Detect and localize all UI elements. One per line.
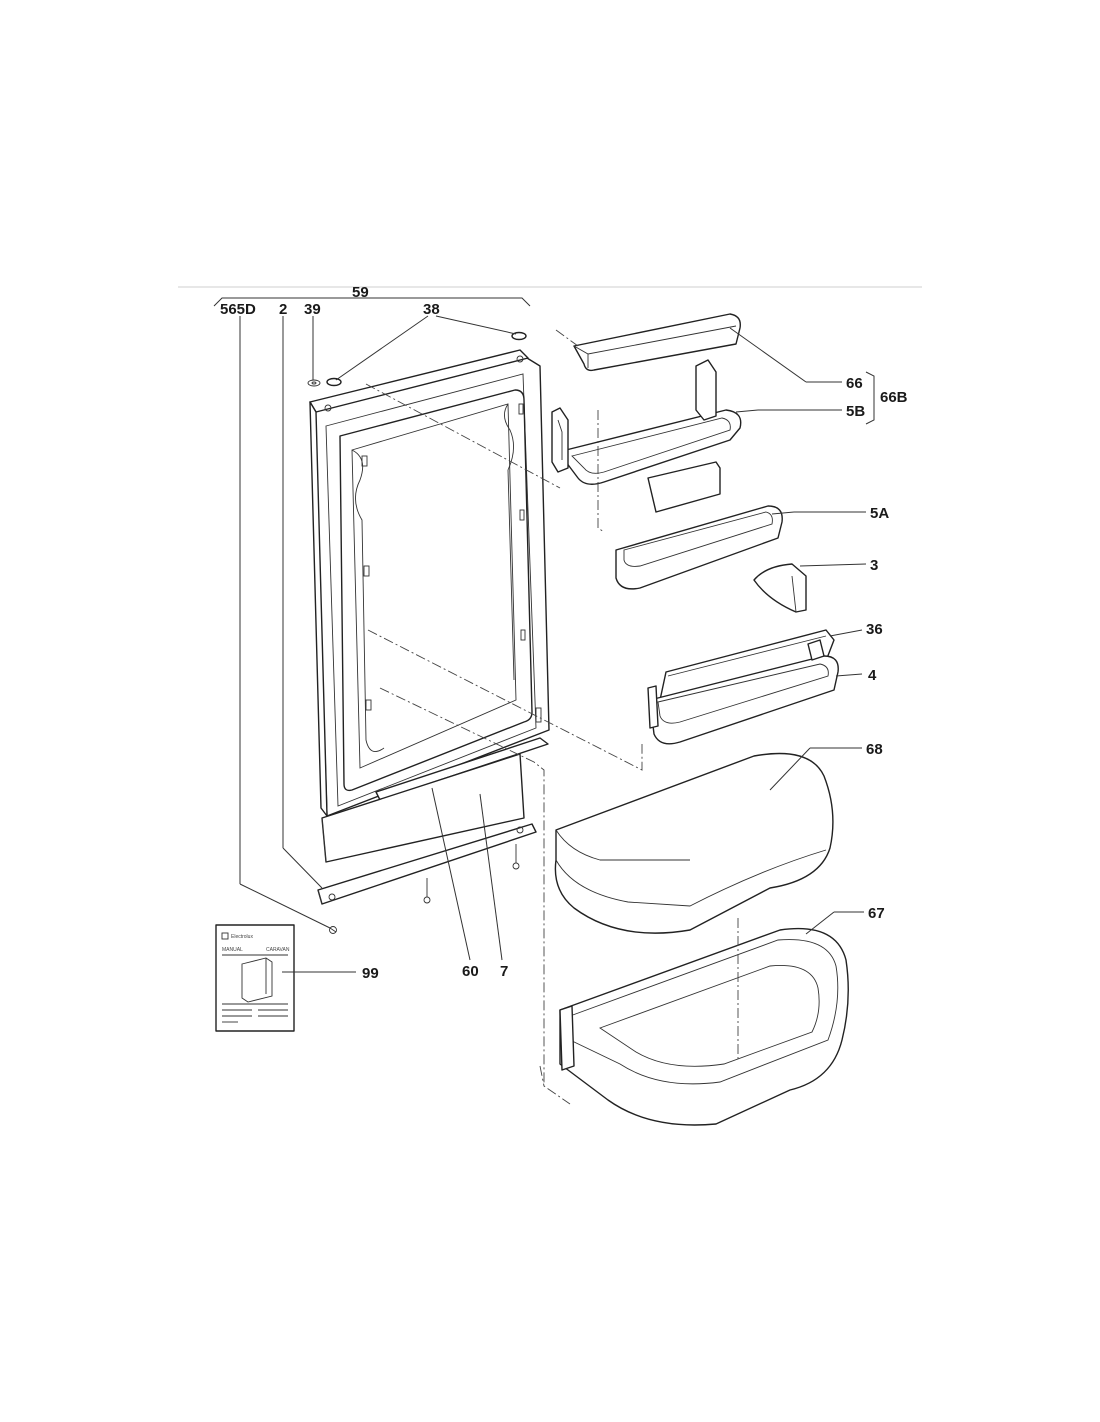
- part-labels: 59 565D 2 39 38 66 66B 5B 5A 3 36 4 68 6…: [220, 284, 908, 982]
- door-clip: [365, 699, 372, 711]
- bracket-59: [213, 297, 531, 307]
- label-66b: 66B: [880, 389, 908, 406]
- label-5b: 5B: [846, 403, 865, 420]
- wire-rail-36: [659, 629, 835, 701]
- hinge-hole: [516, 355, 524, 363]
- hinge-hole: [324, 404, 332, 412]
- door-clip: [361, 455, 368, 467]
- label-3: 3: [870, 557, 878, 574]
- label-2: 2: [279, 301, 287, 318]
- label-60: 60: [462, 963, 479, 980]
- label-565d: 565D: [220, 301, 256, 318]
- washer-39: [307, 379, 321, 387]
- door-inner-liner: [351, 403, 517, 769]
- door-assembly: [309, 349, 550, 817]
- label-66: 66: [846, 375, 863, 392]
- label-36: 36: [866, 621, 883, 638]
- label-99: 99: [362, 965, 379, 982]
- crisper-drawer-67: [559, 927, 849, 1126]
- label-68: 68: [866, 741, 883, 758]
- door-bottom-ledge: [375, 737, 549, 801]
- manual-right-text: CARAVAN: [266, 947, 290, 953]
- manual-booklet-99: Electrolux MANUAL CARAVAN: [215, 924, 295, 1032]
- door-gasket: [339, 389, 533, 792]
- door-clip: [363, 565, 370, 577]
- divider-3: [753, 563, 807, 613]
- manual-left-text: MANUAL: [222, 947, 243, 953]
- crisper-cover-68: [554, 752, 834, 934]
- label-67: 67: [868, 905, 885, 922]
- door-bin-5b: [551, 359, 742, 485]
- label-7: 7: [500, 963, 508, 980]
- label-4: 4: [868, 667, 877, 684]
- screw: [423, 878, 431, 904]
- door-bin-5a: [615, 461, 783, 590]
- label-59: 59: [352, 284, 369, 301]
- door-clip: [535, 707, 542, 723]
- door-clip: [519, 509, 525, 521]
- label-38: 38: [423, 301, 440, 318]
- hinge-plate: [317, 823, 537, 905]
- label-5a: 5A: [870, 505, 889, 522]
- assembly-lines: [365, 329, 739, 1105]
- leader-lines: [239, 315, 875, 973]
- door-clip: [520, 629, 526, 641]
- door-clip: [518, 403, 524, 415]
- screw: [329, 926, 337, 934]
- screw: [512, 844, 520, 870]
- label-39: 39: [304, 301, 321, 318]
- manual-brand-text: Electrolux: [231, 934, 253, 940]
- door-bin-4: [647, 639, 839, 745]
- bottom-trim-panel: [321, 753, 525, 863]
- shelf-cover-66: [573, 313, 741, 372]
- door-frame-inner: [325, 373, 537, 807]
